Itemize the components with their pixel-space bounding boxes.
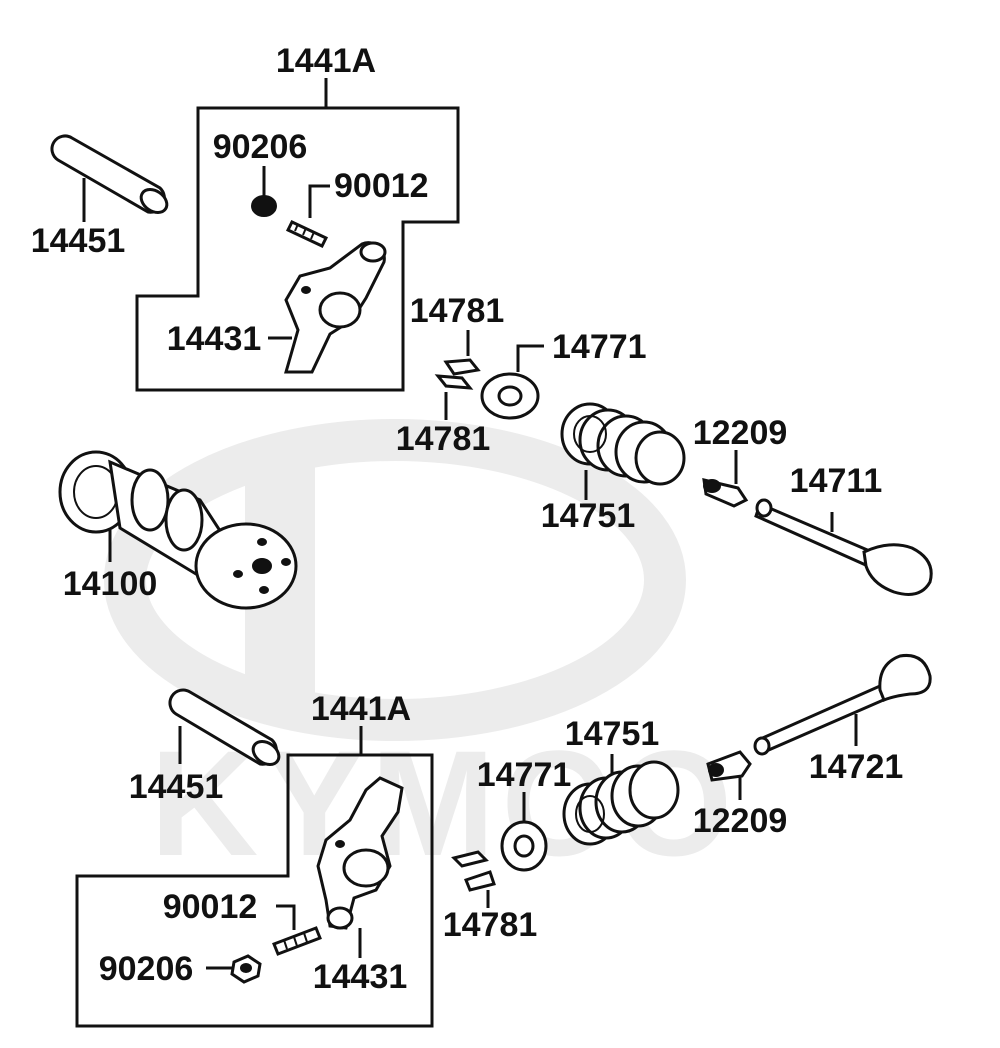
cotter-bottom-lower — [464, 870, 496, 892]
spring-top-coil — [634, 430, 686, 486]
screw-thread — [294, 223, 299, 232]
top-group-label: 1441A — [276, 42, 376, 80]
camshaft-center-hole — [252, 558, 272, 574]
cotter-lower-top-label: 14781 — [396, 420, 491, 458]
cotter-bottom-upper — [451, 850, 489, 868]
spring-top-part: 14751 — [541, 402, 686, 535]
bottom-group-frame: 1441A — [75, 690, 434, 1028]
rocker-arm-bottom-eye — [326, 906, 354, 930]
pin-top-end — [139, 188, 169, 214]
camshaft-label: 14100 — [63, 565, 158, 603]
camshaft-sprocket — [194, 522, 298, 610]
stem-seal-bottom-label: 12209 — [693, 802, 788, 840]
valve-bottom-stem — [755, 684, 891, 754]
stem-seal-top-label: 12209 — [693, 414, 788, 452]
spring-bottom-part: 14751 — [562, 715, 680, 846]
pin-bottom-part: 14451 — [129, 688, 281, 806]
camshaft-part: 14100 — [58, 450, 298, 610]
cotter-upper-top-shape — [443, 358, 481, 376]
adjust-screw-bottom-label: 90012 — [163, 888, 258, 926]
adjust-nut-top-label: 90206 — [213, 128, 308, 166]
pin-bottom-end — [251, 740, 281, 766]
valve-bottom-part: 14721 — [753, 653, 932, 786]
stem-seal-bottom-bore — [708, 763, 724, 777]
camshaft-bolt-hole — [259, 586, 269, 594]
adjust-screw-bottom-leader — [276, 904, 296, 930]
cotter-lower-top-shape — [434, 374, 474, 390]
watermark-ellipse — [104, 419, 686, 741]
rocker-arm-top-bore — [318, 291, 362, 329]
valve-top-label: 14711 — [790, 462, 883, 500]
spring-bottom-label: 14751 — [565, 715, 660, 753]
camshaft-bolt-hole — [257, 538, 267, 546]
adjust-screw-top-label: 90012 — [334, 167, 429, 205]
adjust-nut-bottom-hole — [240, 963, 252, 973]
pin-bottom-label: 14451 — [129, 768, 224, 806]
valve-bottom-label: 14721 — [809, 748, 904, 786]
adjust-nut-top-shape — [251, 195, 277, 217]
valve-bottom-head — [878, 653, 932, 702]
adjust-nut-bottom-label: 90206 — [99, 950, 194, 988]
spring-bottom-inner — [575, 795, 605, 833]
cotter-bottom-label: 14781 — [443, 906, 538, 944]
rocker-arm-bottom-label: 14431 — [313, 958, 408, 996]
pin-top-part: 14451 — [31, 134, 169, 260]
retainer-top-hole — [497, 385, 523, 407]
retainer-bottom-label: 14771 — [477, 756, 572, 794]
spring-top-inner — [573, 415, 607, 453]
valve-top-part: 14711 — [754, 462, 933, 596]
valve-top-stem — [754, 501, 874, 569]
valve-bottom-tip — [753, 736, 771, 756]
retainer-bottom-part: 14771 — [477, 756, 572, 872]
adjust-nut-top-part: 90206 — [213, 128, 308, 217]
screw-thread — [310, 231, 315, 240]
retainer-bottom-hole — [513, 834, 535, 858]
cotter-top-parts: 14781 14781 — [396, 292, 505, 458]
screw-thread — [283, 939, 288, 950]
pin-top-label: 14451 — [31, 222, 126, 260]
adjust-screw-bottom-shape — [272, 926, 322, 956]
rocker-arm-top-eye — [359, 241, 387, 263]
top-group-outline — [135, 106, 460, 392]
valve-top-head — [862, 543, 933, 596]
rocker-arm-top-hole — [301, 286, 311, 294]
stem-seal-bottom-part: 12209 — [693, 750, 788, 840]
bottom-group-label: 1441A — [311, 690, 411, 728]
spring-top-label: 14751 — [541, 497, 636, 535]
camshaft-lobe-a — [130, 468, 170, 532]
adjust-screw-top-part: 90012 — [285, 167, 429, 248]
rocker-arm-bottom-part: 14431 — [313, 776, 408, 996]
cotter-bottom-part: 14781 — [443, 850, 538, 944]
rocker-arm-top-part: 14431 — [167, 241, 387, 374]
adjust-screw-bottom-part: 90012 — [163, 888, 322, 956]
camshaft-bolt-hole — [233, 570, 243, 578]
rocker-arm-bottom-bore — [342, 848, 390, 888]
stem-seal-top-bore — [703, 479, 721, 493]
adjust-screw-top-shape — [285, 220, 329, 248]
camshaft-bolt-hole — [281, 558, 291, 566]
bottom-group-outline — [75, 753, 434, 1028]
retainer-top-part: 14771 — [480, 328, 647, 420]
valve-top-tip — [755, 498, 773, 518]
screw-thread — [302, 227, 307, 236]
adjust-screw-top-leader — [308, 184, 330, 218]
rocker-arm-top-label: 14431 — [167, 320, 262, 358]
retainer-top-label: 14771 — [552, 328, 647, 366]
camshaft-lobe-b — [164, 488, 204, 552]
spring-bottom-coil — [628, 760, 680, 820]
adjust-nut-bottom-part: 90206 — [99, 950, 262, 988]
screw-thread — [293, 936, 298, 947]
rocker-arm-bottom-hole — [335, 840, 345, 848]
retainer-top-leader — [516, 344, 544, 372]
stem-seal-top-part: 12209 — [693, 414, 788, 508]
cotter-upper-top-label: 14781 — [410, 292, 505, 330]
top-group-frame: 1441A — [135, 42, 460, 392]
screw-thread — [303, 932, 308, 943]
